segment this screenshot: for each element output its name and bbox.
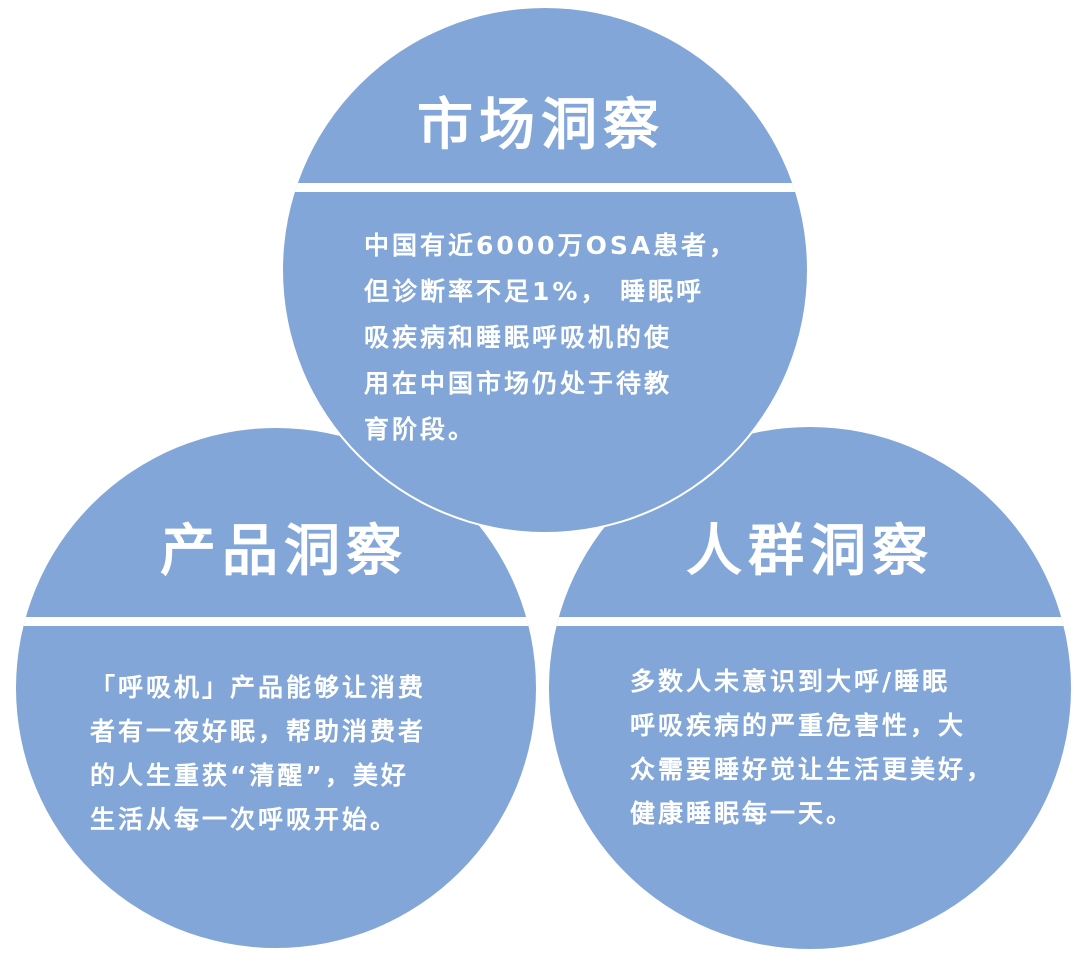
- text-line: 吸疾病和睡眠呼吸机的使: [364, 323, 673, 352]
- text-line: 多数人未意识到大呼/睡眠: [630, 667, 951, 696]
- product-insight-title: 产品洞察: [160, 519, 408, 584]
- top-circle: [281, 6, 809, 534]
- market-insight-text: 中国有近6000万OSA患者， 但诊断率不足1%， 睡眠呼 吸疾病和睡眠呼吸机的…: [364, 223, 737, 453]
- top-separator-line: [283, 183, 807, 192]
- text-line: 育阶段。: [364, 415, 477, 444]
- text-line: 的人生重获“清醒”，美好: [90, 761, 409, 790]
- audience-insight-title: 人群洞察: [686, 519, 934, 584]
- product-insight-text: 「呼吸机」产品能够让消费 者有一夜好眠，帮助消费者 的人生重获“清醒”，美好 生…: [90, 666, 426, 842]
- right-circle: [549, 427, 1071, 949]
- text-line: 「呼吸机」产品能够让消费: [90, 673, 427, 702]
- right-separator-line: [549, 617, 1071, 626]
- text-line: 但诊断率不足1%， 睡眠呼: [364, 277, 705, 306]
- text-line: 用在中国市场仍处于待教: [364, 369, 673, 398]
- left-separator-line: [16, 617, 536, 626]
- market-insight-title: 市场洞察: [417, 93, 665, 158]
- text-line: 健康睡眠每一天。: [630, 799, 855, 828]
- left-circle: [16, 428, 536, 948]
- text-line: 中国有近6000万OSA患者，: [364, 231, 738, 260]
- text-line: 生活从每一次呼吸开始。: [90, 805, 399, 834]
- text-line: 呼吸疾病的严重危害性，大: [630, 711, 967, 740]
- text-line: 众需要睡好觉让生活更美好，: [630, 755, 995, 784]
- text-line: 者有一夜好眠，帮助消费者: [90, 717, 427, 746]
- audience-insight-text: 多数人未意识到大呼/睡眠 呼吸疾病的严重危害性，大 众需要睡好觉让生活更美好， …: [630, 660, 994, 836]
